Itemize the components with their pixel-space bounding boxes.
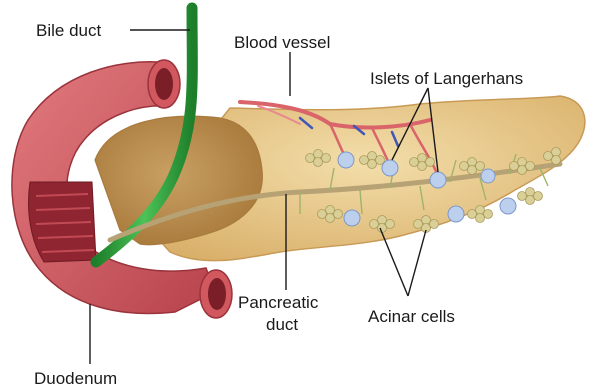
- label-blood-vessel: Blood vessel: [234, 33, 330, 52]
- label-pancreatic-duct-line2: duct: [266, 315, 298, 334]
- duodenum-upper-lumen: [155, 68, 173, 100]
- label-islets: Islets of Langerhans: [370, 69, 523, 88]
- label-bile-duct: Bile duct: [36, 21, 101, 40]
- label-pancreatic-duct-line1: Pancreatic: [238, 293, 319, 312]
- duodenum-lower-lumen: [208, 278, 226, 310]
- label-duodenum: Duodenum: [34, 369, 117, 388]
- label-acinar-cells: Acinar cells: [368, 307, 455, 326]
